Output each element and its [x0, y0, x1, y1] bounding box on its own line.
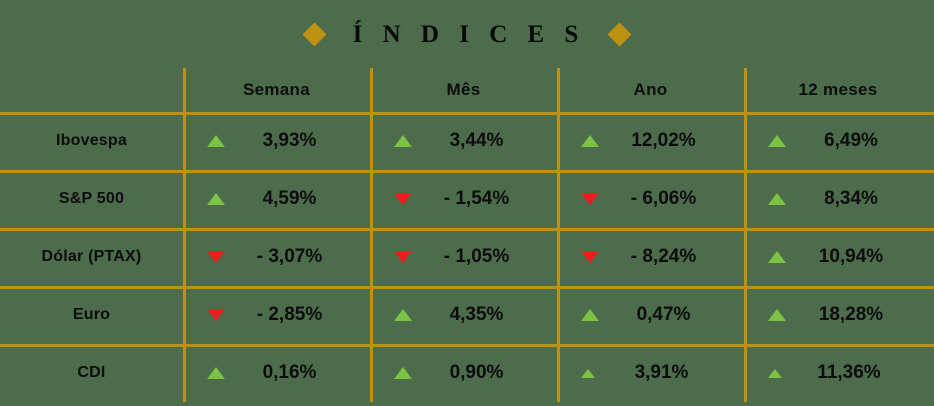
value-cell: 0,16%	[183, 344, 370, 402]
row-divider	[0, 170, 934, 173]
triangle-up-icon	[207, 193, 225, 205]
triangle-down-icon	[207, 251, 225, 263]
cell-value: 6,49%	[824, 130, 878, 151]
triangle-up-icon	[394, 367, 412, 379]
triangle-down-icon	[581, 251, 599, 263]
row-divider	[0, 286, 934, 289]
cell-value: - 3,07%	[256, 246, 323, 267]
triangle-up-icon	[581, 309, 599, 321]
cell-value: 4,59%	[262, 188, 317, 209]
triangle-up-icon	[768, 368, 782, 378]
value-cell: 6,49%	[744, 112, 932, 170]
cell-value: 3,91%	[634, 362, 689, 383]
cell-value: - 2,85%	[256, 304, 323, 325]
cell-value: 0,90%	[449, 362, 504, 383]
column-header-4[interactable]: 12 meses	[744, 68, 932, 112]
value-cell: - 8,24%	[557, 228, 744, 286]
column-header-label: Mês	[446, 80, 481, 99]
cell-value: 4,35%	[449, 304, 504, 325]
cell-value: 0,47%	[636, 304, 691, 325]
triangle-up-icon	[768, 309, 786, 321]
value-cell: - 2,85%	[183, 286, 370, 344]
row-label: Ibovespa	[56, 132, 127, 149]
triangle-down-icon	[207, 309, 225, 321]
row-label: Euro	[72, 306, 111, 323]
column-header-1[interactable]: Semana	[183, 68, 370, 112]
cell-value: - 8,24%	[630, 246, 697, 267]
value-cell: - 6,06%	[557, 170, 744, 228]
row-divider	[0, 228, 934, 231]
table-corner-cell	[0, 68, 183, 112]
table-row: CDI 0,16% 0,90% 3,91% 11,36%	[0, 344, 934, 402]
value-cell: - 1,05%	[370, 228, 557, 286]
row-divider	[0, 112, 934, 115]
column-header-2[interactable]: Mês	[370, 68, 557, 112]
value-cell: 0,90%	[370, 344, 557, 402]
value-cell: - 3,07%	[183, 228, 370, 286]
row-label-cell[interactable]: CDI	[0, 344, 183, 402]
triangle-up-icon	[768, 135, 786, 147]
value-cell: 4,59%	[183, 170, 370, 228]
triangle-up-icon	[394, 309, 412, 321]
triangle-down-icon	[581, 193, 599, 205]
value-cell: 3,91%	[557, 344, 744, 402]
triangle-up-icon	[768, 193, 786, 205]
column-header-label: 12 meses	[798, 80, 878, 99]
page-title-text: Í N D I C E S	[352, 20, 586, 48]
triangle-down-icon	[394, 251, 412, 263]
table-row: Euro - 2,85% 4,35% 0,47% 18,28%	[0, 286, 934, 344]
value-cell: 12,02%	[557, 112, 744, 170]
column-header-label: Semana	[242, 80, 310, 99]
cell-value: - 1,54%	[443, 188, 510, 209]
value-cell: 4,35%	[370, 286, 557, 344]
cell-value: 10,94%	[818, 246, 884, 267]
row-label-cell[interactable]: Euro	[0, 286, 183, 344]
table-row: Dólar (PTAX) - 3,07% - 1,05% - 8,24% 10,94%	[0, 228, 934, 286]
cell-value: 3,44%	[449, 130, 504, 151]
triangle-up-icon	[207, 367, 225, 379]
triangle-up-icon	[394, 135, 412, 147]
cell-value: 0,16%	[262, 362, 317, 383]
row-label-cell[interactable]: Dólar (PTAX)	[0, 228, 183, 286]
value-cell: 10,94%	[744, 228, 932, 286]
table-row: Ibovespa 3,93% 3,44% 12,02% 6,49%	[0, 112, 934, 170]
row-label: S&P 500	[58, 190, 125, 207]
cell-value: - 6,06%	[630, 188, 697, 209]
triangle-up-icon	[207, 135, 225, 147]
triangle-up-icon	[581, 368, 595, 378]
value-cell: 18,28%	[744, 286, 932, 344]
value-cell: 8,34%	[744, 170, 932, 228]
cell-value: - 1,05%	[443, 246, 510, 267]
cell-value: 8,34%	[824, 188, 878, 209]
table-row: S&P 500 4,59% - 1,54% - 6,06% 8,34%	[0, 170, 934, 228]
table-header-row: Semana Mês Ano 12 meses	[0, 68, 934, 112]
cell-value: 3,93%	[262, 130, 317, 151]
cell-value: 11,36%	[817, 362, 881, 383]
row-divider	[0, 344, 934, 347]
diamond-icon-right	[607, 21, 632, 47]
value-cell: - 1,54%	[370, 170, 557, 228]
diamond-icon-left	[302, 21, 327, 47]
triangle-up-icon	[581, 135, 599, 147]
cell-value: 18,28%	[818, 304, 884, 325]
value-cell: 3,93%	[183, 112, 370, 170]
triangle-down-icon	[394, 193, 412, 205]
row-label-cell[interactable]: Ibovespa	[0, 112, 183, 170]
column-header-label: Ano	[633, 80, 668, 99]
row-label: Dólar (PTAX)	[41, 248, 142, 265]
value-cell: 11,36%	[744, 344, 932, 402]
column-header-3[interactable]: Ano	[557, 68, 744, 112]
triangle-up-icon	[768, 251, 786, 263]
cell-value: 12,02%	[631, 130, 696, 151]
row-label: CDI	[77, 364, 106, 381]
value-cell: 3,44%	[370, 112, 557, 170]
row-label-cell[interactable]: S&P 500	[0, 170, 183, 228]
page-title: Í N D I C E S	[0, 0, 934, 68]
value-cell: 0,47%	[557, 286, 744, 344]
